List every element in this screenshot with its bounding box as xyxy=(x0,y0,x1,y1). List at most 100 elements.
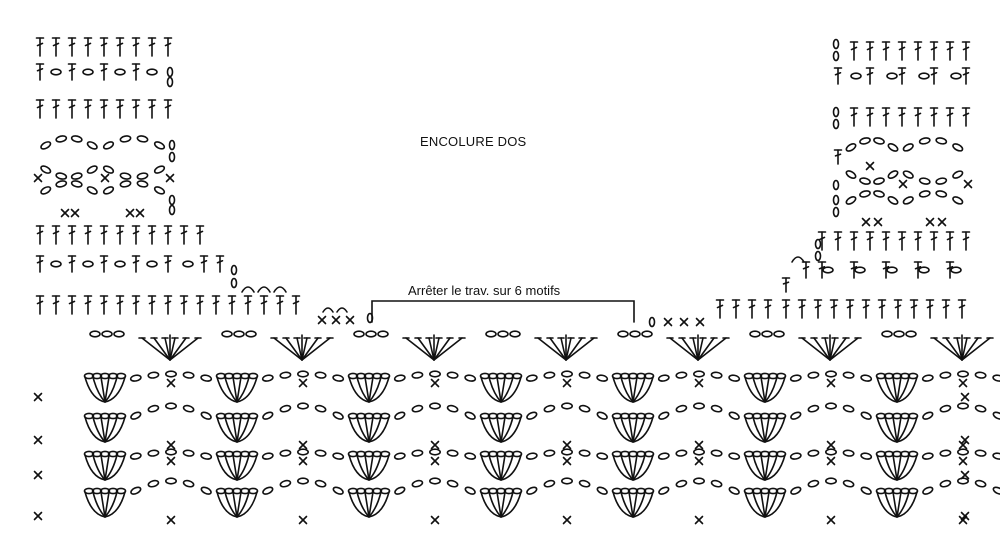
chain-arch xyxy=(526,478,608,495)
chain-symbol xyxy=(834,108,839,117)
chain-arch xyxy=(394,403,476,420)
double-crochet-symbol xyxy=(931,42,938,60)
double-crochet-symbol xyxy=(117,100,124,118)
chain-symbol xyxy=(642,331,652,337)
chain-arch xyxy=(394,478,476,495)
chain-arch xyxy=(258,287,270,292)
double-crochet-symbol xyxy=(85,296,92,314)
double-crochet-symbol xyxy=(831,300,838,318)
shell-fan-symbol xyxy=(349,488,390,517)
double-crochet-symbol xyxy=(883,42,890,60)
single-crochet-symbol xyxy=(681,319,688,326)
chain-arch xyxy=(902,190,963,205)
double-crochet-symbol xyxy=(819,232,826,250)
double-crochet-symbol xyxy=(963,108,970,126)
chain-symbol xyxy=(951,267,961,273)
chain-arch xyxy=(790,478,872,495)
chain-arch xyxy=(262,449,344,460)
chain-symbol xyxy=(232,279,237,288)
chain-arch xyxy=(658,371,740,382)
double-crochet-symbol xyxy=(899,108,906,126)
shell-fan-symbol xyxy=(85,373,126,402)
double-crochet-symbol xyxy=(133,296,140,314)
double-crochet-symbol xyxy=(883,262,890,278)
double-crochet-symbol xyxy=(803,262,810,278)
double-crochet-symbol xyxy=(899,232,906,250)
double-crochet-symbol xyxy=(867,108,874,126)
single-crochet-symbol xyxy=(962,513,969,520)
double-crochet-symbol xyxy=(835,150,842,164)
single-crochet-symbol xyxy=(900,181,907,188)
double-crochet-symbol xyxy=(181,296,188,314)
shell-fan-symbol xyxy=(613,373,654,402)
shell-fan-symbol xyxy=(481,413,522,442)
chain-arch xyxy=(922,449,1000,460)
double-crochet-symbol xyxy=(69,226,76,244)
single-crochet-symbol xyxy=(564,442,571,449)
single-crochet-symbol xyxy=(863,219,870,226)
single-crochet-symbol xyxy=(35,394,42,401)
chain-arch xyxy=(922,478,1000,495)
shell-fan-symbol xyxy=(481,488,522,517)
chain-arch xyxy=(130,371,212,382)
double-crochet-symbol xyxy=(261,296,268,314)
single-crochet-symbol xyxy=(875,219,882,226)
double-crochet-symbol xyxy=(133,38,140,56)
double-crochet-symbol xyxy=(847,300,854,318)
chain-arch xyxy=(394,449,476,460)
chain-arch xyxy=(130,403,212,420)
double-crochet-symbol xyxy=(947,42,954,60)
chain-symbol xyxy=(894,331,904,337)
chain-symbol xyxy=(618,331,628,337)
double-crochet-symbol xyxy=(117,38,124,56)
single-crochet-symbol xyxy=(960,458,967,465)
single-crochet-symbol xyxy=(72,210,79,217)
shell-fan-symbol xyxy=(877,488,918,517)
chain-symbol xyxy=(170,153,175,162)
double-crochet-symbol xyxy=(947,262,954,278)
single-crochet-symbol xyxy=(127,210,134,217)
single-crochet-symbol xyxy=(432,380,439,387)
chain-symbol xyxy=(650,318,655,327)
single-crochet-symbol xyxy=(35,513,42,520)
chain-symbol xyxy=(114,331,124,337)
chain-arch xyxy=(262,478,344,495)
double-crochet-symbol xyxy=(165,256,172,272)
double-crochet-symbol xyxy=(931,232,938,250)
double-crochet-symbol xyxy=(133,64,140,80)
double-crochet-symbol xyxy=(101,38,108,56)
chain-symbol xyxy=(816,240,821,249)
double-crochet-symbol xyxy=(85,226,92,244)
single-crochet-symbol xyxy=(828,442,835,449)
double-crochet-symbol xyxy=(101,100,108,118)
chain-symbol xyxy=(510,331,520,337)
single-crochet-symbol xyxy=(167,175,174,182)
double-crochet-symbol xyxy=(101,256,108,272)
chain-symbol xyxy=(147,69,157,75)
chain-arch xyxy=(130,478,212,495)
single-crochet-symbol xyxy=(965,181,972,188)
double-crochet-symbol xyxy=(85,38,92,56)
chain-symbol xyxy=(834,196,839,205)
chain-symbol xyxy=(115,69,125,75)
single-crochet-symbol xyxy=(168,442,175,449)
chain-symbol xyxy=(83,261,93,267)
v-cluster-symbol xyxy=(931,335,993,360)
single-crochet-symbol xyxy=(697,319,704,326)
chain-symbol xyxy=(498,331,508,337)
single-crochet-symbol xyxy=(300,380,307,387)
single-crochet-symbol xyxy=(35,437,42,444)
chain-arch xyxy=(130,449,212,460)
double-crochet-symbol xyxy=(915,42,922,60)
double-crochet-symbol xyxy=(943,300,950,318)
double-crochet-symbol xyxy=(963,68,970,84)
chain-symbol xyxy=(486,331,496,337)
chain-symbol xyxy=(366,331,376,337)
chain-symbol xyxy=(951,73,961,79)
shell-fan-symbol xyxy=(349,451,390,480)
chain-arch xyxy=(922,371,1000,382)
shell-fan-symbol xyxy=(877,413,918,442)
double-crochet-symbol xyxy=(851,262,858,278)
single-crochet-symbol xyxy=(939,219,946,226)
